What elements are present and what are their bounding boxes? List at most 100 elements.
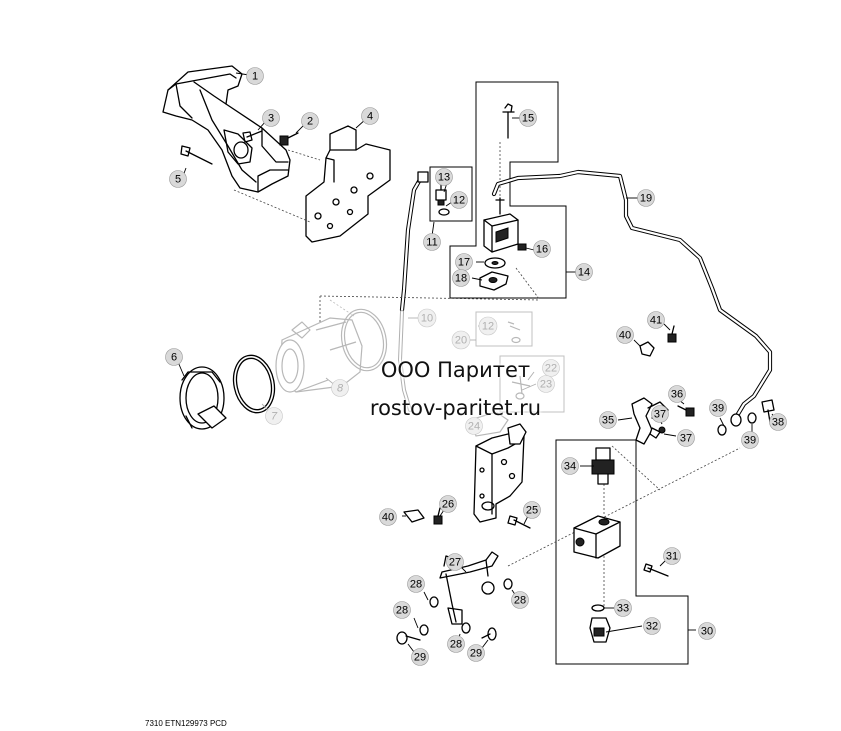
callout-29-right: 29 xyxy=(467,644,485,662)
callout-36: 36 xyxy=(668,385,686,403)
clamp-part-6 xyxy=(179,366,227,430)
callout-26: 26 xyxy=(439,495,457,513)
callout-22: 22 xyxy=(542,359,560,377)
svg-text:28: 28 xyxy=(514,595,526,607)
svg-text:34: 34 xyxy=(564,461,576,473)
callout-25: 25 xyxy=(523,501,541,519)
fitting-part-23-faded xyxy=(511,375,531,400)
svg-text:7: 7 xyxy=(271,411,278,423)
callout-39-right: 39 xyxy=(741,431,759,449)
bolt-part-31 xyxy=(643,563,669,577)
screw-part-26 xyxy=(433,507,443,525)
bolt-part-15 xyxy=(502,103,515,139)
nut-part-37-lower xyxy=(649,427,661,439)
pressure-switch-part-34 xyxy=(591,447,615,485)
svg-text:29: 29 xyxy=(414,652,426,664)
fitting-part-13 xyxy=(435,183,447,206)
support-bracket-assembly xyxy=(473,423,527,523)
callout-2: 2 xyxy=(301,112,319,130)
washer-part-39-right xyxy=(747,412,757,424)
callout-38: 38 xyxy=(769,413,787,431)
callout-27: 27 xyxy=(446,553,464,571)
callout-37-upper: 37 xyxy=(651,405,669,423)
callout-12-faded: 12 xyxy=(478,316,498,336)
svg-text:32: 32 xyxy=(646,621,658,633)
svg-text:12: 12 xyxy=(453,195,465,207)
svg-text:17: 17 xyxy=(458,257,470,269)
bracket-part-35 xyxy=(631,397,669,445)
callout-7: 7 xyxy=(265,407,283,425)
bolt-part-38 xyxy=(761,399,775,423)
callout-12-upper: 12 xyxy=(450,191,468,209)
o-ring-part-7 xyxy=(232,354,276,414)
callout-13: 13 xyxy=(435,168,453,186)
svg-text:18: 18 xyxy=(455,273,467,285)
callout-23: 23 xyxy=(537,375,555,393)
screw-part-5 xyxy=(180,145,213,165)
callout-41: 41 xyxy=(647,311,665,329)
callout-33: 33 xyxy=(614,599,632,617)
washer-part-12 xyxy=(438,208,450,216)
svg-text:1: 1 xyxy=(252,71,258,83)
callout-30: 30 xyxy=(698,622,716,640)
callout-8: 8 xyxy=(331,379,349,397)
svg-text:30: 30 xyxy=(701,626,713,638)
callout-35: 35 xyxy=(599,411,617,429)
linkage-part-27 xyxy=(439,551,499,625)
svg-text:39: 39 xyxy=(712,403,724,415)
svg-text:8: 8 xyxy=(337,383,344,395)
kit-box-11 xyxy=(429,166,473,222)
callout-28-right: 28 xyxy=(511,591,529,609)
svg-text:26: 26 xyxy=(442,499,454,511)
callout-32: 32 xyxy=(643,617,661,635)
svg-text:20: 20 xyxy=(455,335,467,347)
callout-3: 3 xyxy=(262,109,280,127)
svg-text:16: 16 xyxy=(536,244,548,256)
svg-text:25: 25 xyxy=(526,505,538,517)
svg-text:41: 41 xyxy=(650,315,662,327)
svg-text:31: 31 xyxy=(666,551,678,563)
clip-part-40-lower xyxy=(403,509,425,523)
o-ring-part-28-right xyxy=(503,578,513,590)
svg-text:36: 36 xyxy=(671,389,683,401)
svg-text:38: 38 xyxy=(772,417,784,429)
svg-text:35: 35 xyxy=(602,415,614,427)
svg-text:27: 27 xyxy=(449,557,461,569)
callout-37-lower: 37 xyxy=(677,429,695,447)
callout-29-left: 29 xyxy=(411,648,429,666)
callout-16: 16 xyxy=(533,240,551,258)
washer-part-17 xyxy=(484,257,506,269)
o-ring-part-33 xyxy=(591,604,605,612)
kit-box-30 xyxy=(555,439,689,665)
screw-part-41 xyxy=(667,325,677,343)
svg-text:28: 28 xyxy=(450,639,462,651)
callout-14: 14 xyxy=(575,263,593,281)
flange-part-18 xyxy=(479,271,509,291)
clip-part-40-upper xyxy=(639,341,655,357)
svg-text:28: 28 xyxy=(410,579,422,591)
callout-15: 15 xyxy=(519,109,537,127)
callout-40-lower: 40 xyxy=(379,508,397,526)
kit-box-14 xyxy=(449,81,567,299)
svg-text:29: 29 xyxy=(470,648,482,660)
svg-text:15: 15 xyxy=(522,113,534,125)
callout-40-upper: 40 xyxy=(616,326,634,344)
fitting-part-20-faded xyxy=(507,321,521,344)
svg-text:10: 10 xyxy=(421,313,433,325)
watermark-site: rostov-paritet.ru xyxy=(369,396,542,420)
svg-text:33: 33 xyxy=(617,603,629,615)
washer-part-39-left xyxy=(717,424,727,436)
sensor-part-32 xyxy=(589,617,611,643)
callout-6: 6 xyxy=(165,348,183,366)
callout-28-upper-left: 28 xyxy=(407,575,425,593)
mounting-plate-part-4 xyxy=(305,125,391,243)
o-ring-part-28-lower-left xyxy=(419,624,429,636)
svg-text:6: 6 xyxy=(171,352,177,364)
pin-part-29-right xyxy=(481,627,497,641)
svg-text:40: 40 xyxy=(619,330,631,342)
figure-reference-code: 7310 ETN129973 PCD xyxy=(145,719,227,728)
callout-28-lower-mid: 28 xyxy=(447,635,465,653)
svg-text:5: 5 xyxy=(175,174,181,186)
callout-28-lower-left: 28 xyxy=(393,601,411,619)
